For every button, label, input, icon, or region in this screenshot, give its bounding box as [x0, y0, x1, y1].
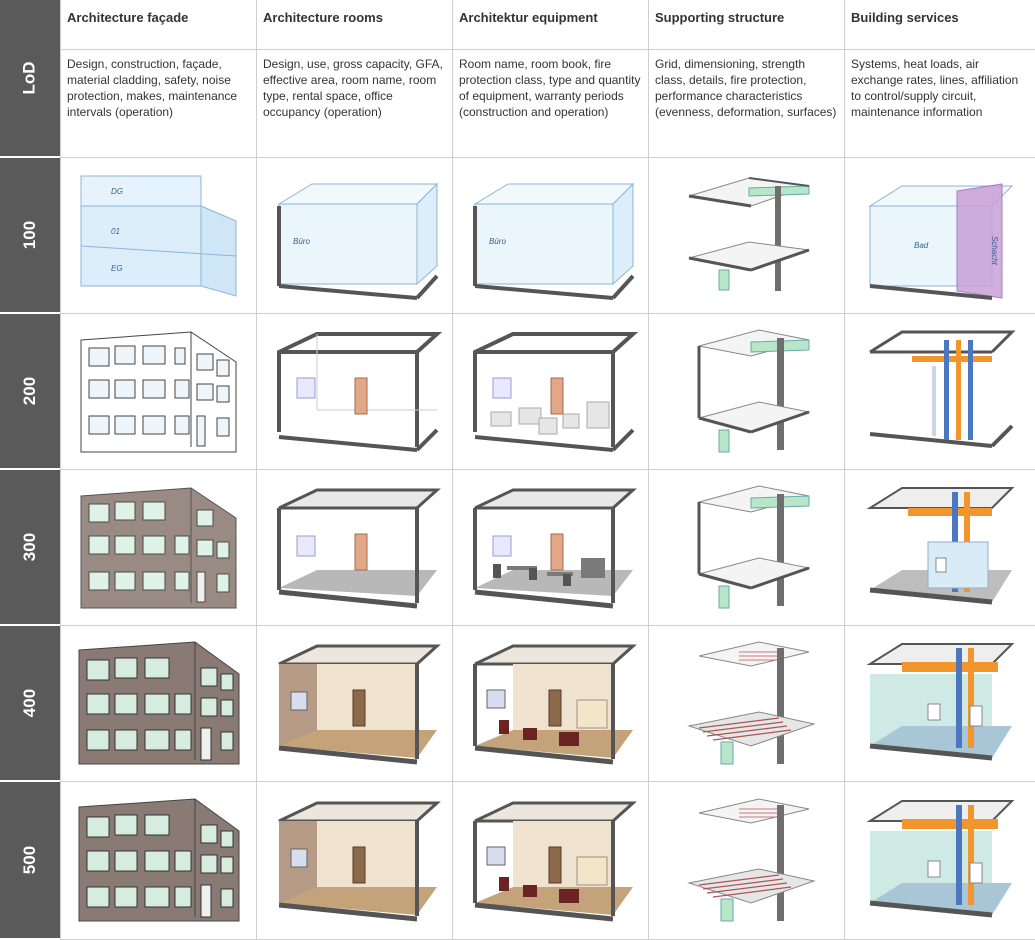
- facade-render-illustration: [80, 486, 236, 608]
- column-header-services: Building services Systems, heat loads, a…: [844, 0, 1035, 158]
- structure-illustration: [688, 176, 809, 291]
- services-volume-illustration: Bad Schacht: [868, 182, 1014, 300]
- lod-value: 400: [20, 688, 39, 718]
- illustration-equipment-200: [452, 314, 648, 470]
- illustration-services-500: [844, 782, 1035, 940]
- column-description: Systems, heat loads, air exchange rates,…: [851, 57, 1019, 119]
- column-title: Architecture façade: [61, 0, 256, 50]
- illustration-rooms-400: [256, 626, 452, 782]
- room-shaded-illustration: [276, 488, 441, 608]
- illustration-structure-300: [648, 470, 844, 626]
- room-outline-illustration: [276, 331, 442, 452]
- services-detailed-illustration: [866, 642, 1015, 760]
- column-description: Design, use, gross capacity, GFA, effect…: [263, 57, 443, 119]
- illustration-equipment-400: [452, 626, 648, 782]
- facade-volume-illustration: DG 01 EG: [80, 175, 236, 297]
- illustration-structure-500: [648, 782, 844, 940]
- services-detailed-illustration: [866, 799, 1015, 917]
- lod-value: 200: [20, 376, 39, 406]
- column-description: Design, construction, façade, material c…: [67, 57, 238, 119]
- illustration-rooms-500: [256, 782, 452, 940]
- illustration-structure-100: [648, 158, 844, 314]
- column-title: Architektur equipment: [453, 0, 648, 50]
- illustration-facade-200: [60, 314, 256, 470]
- structure-illustration: [696, 484, 811, 608]
- structure-detailed-illustration: [686, 640, 816, 764]
- room-volume-illustration: Büro: [276, 182, 438, 300]
- lod-row-label: 500: [0, 782, 60, 940]
- illustration-structure-200: [648, 314, 844, 470]
- lod-header-label: LoD: [19, 61, 39, 95]
- illustration-structure-400: [648, 626, 844, 782]
- illustration-facade-400: [60, 626, 256, 782]
- illustration-equipment-100: Büro: [452, 158, 648, 314]
- structure-detailed-illustration: [686, 797, 816, 921]
- structure-illustration: [696, 328, 811, 452]
- column-description: Room name, room book, fire protection cl…: [459, 57, 641, 119]
- illustration-services-300: [844, 470, 1035, 626]
- room-shaded-illustration: [472, 488, 637, 608]
- room-textured-illustration: [472, 644, 637, 764]
- lod-value: 500: [20, 845, 39, 875]
- column-title: Building services: [845, 0, 1035, 50]
- column-header-structure: Supporting structure Grid, dimensioning,…: [648, 0, 844, 158]
- room-volume-illustration: Büro: [472, 182, 634, 300]
- column-header-facade: Architecture façade Design, construction…: [60, 0, 256, 158]
- illustration-equipment-500: [452, 782, 648, 940]
- illustration-facade-100: DG 01 EG: [60, 158, 256, 314]
- facade-brick-illustration: [78, 797, 239, 921]
- column-header-rooms: Architecture rooms Design, use, gross ca…: [256, 0, 452, 158]
- illustration-rooms-300: [256, 470, 452, 626]
- illustration-rooms-200: [256, 314, 452, 470]
- column-title: Architecture rooms: [257, 0, 452, 50]
- lod-header-cell: LoD: [0, 0, 60, 158]
- illustration-services-400: [844, 626, 1035, 782]
- lod-row-label: 200: [0, 314, 60, 470]
- services-illustration: [866, 486, 1015, 604]
- room-label: Büro: [489, 237, 506, 246]
- shaft-label: Schacht: [990, 236, 999, 266]
- room-textured-illustration: [472, 801, 637, 921]
- illustration-services-200: [844, 314, 1035, 470]
- illustration-facade-300: [60, 470, 256, 626]
- illustration-facade-500: [60, 782, 256, 940]
- room-textured-illustration: [277, 644, 441, 764]
- lod-row-label: 100: [0, 158, 60, 314]
- illustration-rooms-100: Büro: [256, 158, 452, 314]
- lod-row-label: 400: [0, 626, 60, 782]
- lod-value: 300: [20, 532, 39, 562]
- room-outline-illustration: [472, 331, 638, 452]
- room-textured-illustration: [277, 801, 441, 921]
- column-description: Grid, dimensioning, strength class, deta…: [655, 57, 837, 119]
- facade-brick-illustration: [78, 640, 239, 764]
- services-illustration: [869, 330, 1016, 448]
- illustration-equipment-300: [452, 470, 648, 626]
- facade-outline-illustration: [80, 330, 236, 452]
- column-title: Supporting structure: [649, 0, 844, 50]
- floor-label: 01: [111, 227, 120, 236]
- floor-label: DG: [111, 187, 123, 196]
- lod-row-label: 300: [0, 470, 60, 626]
- lod-value: 100: [20, 220, 39, 250]
- floor-label: EG: [111, 264, 123, 273]
- room-label: Büro: [293, 237, 310, 246]
- column-header-equipment: Architektur equipment Room name, room bo…: [452, 0, 648, 158]
- room-label: Bad: [914, 241, 929, 250]
- illustration-services-100: Bad Schacht: [844, 158, 1035, 314]
